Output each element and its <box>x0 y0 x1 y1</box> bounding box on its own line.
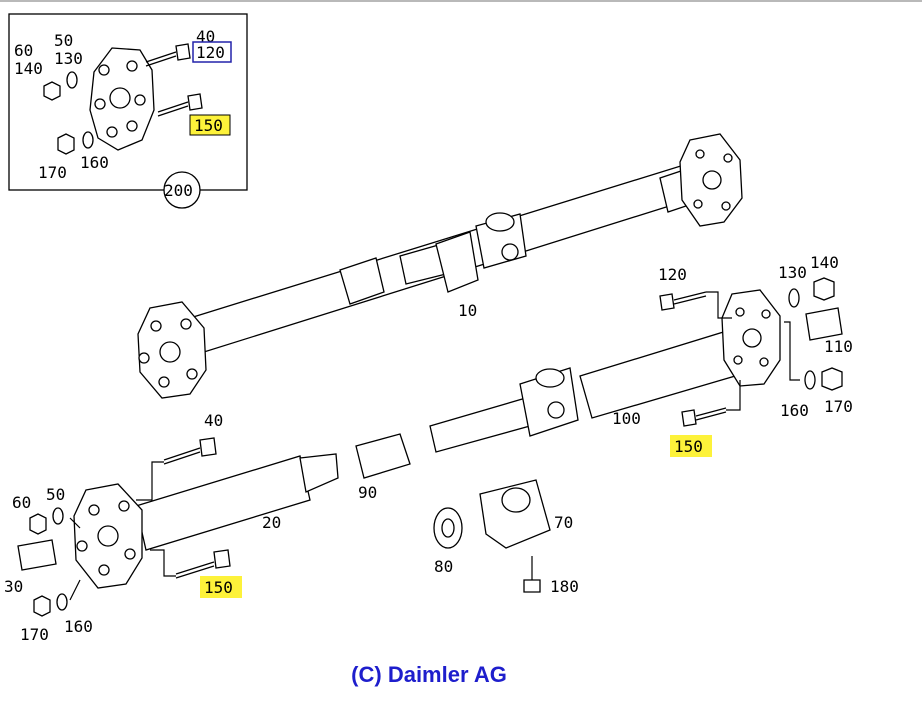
label-inset-60: 60 <box>14 41 33 60</box>
label-30: 30 <box>4 577 23 596</box>
label-inset-130: 130 <box>54 49 83 68</box>
highlight-150-left <box>200 576 242 598</box>
inset-labels: 60 50 140 130 40 120 150 170 160 200 <box>14 27 232 200</box>
label-160: 160 <box>780 401 809 420</box>
label-inset-140: 140 <box>14 59 43 78</box>
copyright-notice: (C) Daimler AG <box>351 662 507 687</box>
front-shaft-assembly <box>17 433 411 617</box>
label-170-lower: 170 <box>20 625 49 644</box>
label-130: 130 <box>778 263 807 282</box>
label-150-left: 150 <box>204 578 233 597</box>
label-20: 20 <box>262 513 281 532</box>
label-60: 60 <box>12 493 31 512</box>
label-inset-150: 150 <box>194 116 223 135</box>
main-labels: 10 120 130 140 110 100 160 170 150 40 60… <box>4 253 853 644</box>
label-inset-120: 120 <box>196 43 225 62</box>
label-10: 10 <box>458 301 477 320</box>
label-50: 50 <box>46 485 65 504</box>
label-140: 140 <box>810 253 839 272</box>
label-40: 40 <box>204 411 223 430</box>
label-inset-160: 160 <box>80 153 109 172</box>
label-100: 100 <box>612 409 641 428</box>
label-150-right: 150 <box>674 437 703 456</box>
upper-driveshaft <box>137 133 743 399</box>
highlight-inset-150 <box>189 114 231 136</box>
label-110: 110 <box>824 337 853 356</box>
highlight-150-right <box>670 435 712 457</box>
rear-shaft-assembly <box>429 277 843 453</box>
label-160-lower: 160 <box>64 617 93 636</box>
boxed-label-frame <box>192 41 232 63</box>
top-divider <box>0 0 922 2</box>
label-120: 120 <box>658 265 687 284</box>
label-inset-170: 170 <box>38 163 67 182</box>
label-170: 170 <box>824 397 853 416</box>
label-inset-200: 200 <box>164 181 193 200</box>
center-bearing-parts <box>433 479 551 593</box>
label-80: 80 <box>434 557 453 576</box>
label-180: 180 <box>550 577 579 596</box>
label-inset-50: 50 <box>54 31 73 50</box>
label-90: 90 <box>358 483 377 502</box>
label-70: 70 <box>554 513 573 532</box>
